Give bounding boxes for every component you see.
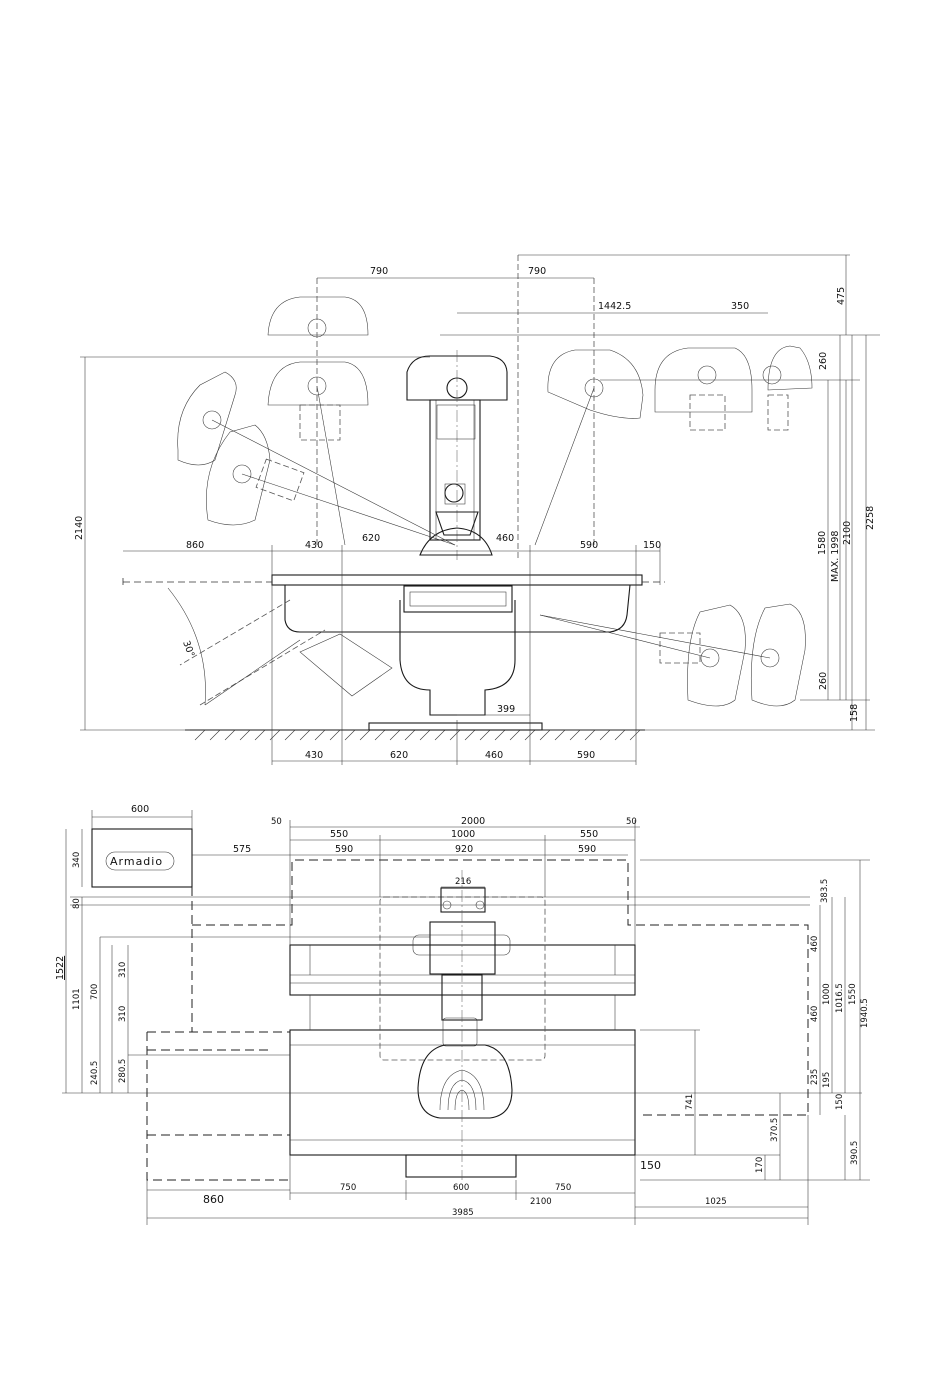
dim-angle-30: 30° — [180, 639, 196, 659]
cabinet-armadio: Armadio — [91, 828, 193, 888]
dim-195: 195 — [822, 1072, 832, 1088]
dim-235: 235 — [810, 1069, 820, 1085]
tube-head — [406, 350, 508, 560]
dim-700: 700 — [90, 984, 100, 1000]
dim-590-bottom: 590 — [577, 750, 595, 761]
dim-1940: 1940.5 — [860, 998, 870, 1028]
dim-620-bottom: 620 — [390, 750, 408, 761]
dim-216: 216 — [455, 877, 471, 887]
dim-50-left: 50 — [271, 817, 282, 827]
dim-260-bottom: 260 — [818, 672, 829, 690]
dim-370: 370.5 — [770, 1118, 780, 1142]
dim-2258: 2258 — [865, 506, 876, 530]
dim-50-right: 50 — [626, 817, 637, 827]
side-dimension-lines — [80, 254, 880, 765]
dim-2100-top: 2100 — [530, 1197, 552, 1207]
dim-170: 170 — [755, 1157, 765, 1173]
dim-240: 240.5 — [90, 1061, 100, 1085]
dim-430-bottom: 430 — [305, 750, 323, 761]
ghost-heads-right — [517, 255, 813, 707]
dim-1000: 1000 — [451, 829, 475, 840]
table-top — [122, 574, 665, 633]
dim-310-a: 310 — [118, 962, 128, 978]
dim-3985: 3985 — [452, 1208, 474, 1218]
dim-310-b: 310 — [118, 1006, 128, 1022]
dim-600: 600 — [453, 1183, 469, 1193]
dim-550-left: 550 — [330, 829, 348, 840]
dim-340: 340 — [72, 852, 82, 868]
tilted-table-ghost — [167, 587, 393, 706]
dim-150-horizontal: 150 — [640, 1159, 661, 1172]
dim-860-top: 860 — [203, 1193, 224, 1206]
top-dimension-texts: 600 340 575 50 2000 50 550 1000 550 590 … — [55, 804, 870, 1218]
table-top-plan — [289, 944, 636, 1178]
dim-750-left: 750 — [340, 1183, 356, 1193]
dim-2100: 2100 — [842, 521, 853, 545]
dim-475: 475 — [836, 287, 847, 305]
ghost-heads-left — [177, 278, 456, 546]
dim-2000: 2000 — [461, 816, 485, 827]
dim-1025: 1025 — [705, 1197, 727, 1207]
dim-260-top: 260 — [818, 352, 829, 370]
dim-390: 390.5 — [850, 1141, 860, 1165]
dim-383: 383.5 — [820, 879, 830, 903]
dim-1522: 1522 — [55, 956, 66, 980]
dim-350: 350 — [731, 301, 749, 312]
dim-150-top: 150 — [643, 540, 661, 551]
detector-dome — [419, 483, 493, 556]
dim-1550: 1550 — [848, 983, 858, 1005]
dim-430-top: 430 — [305, 540, 323, 551]
dim-590-right: 590 — [578, 844, 596, 855]
dim-575: 575 — [233, 844, 251, 855]
column-plan — [379, 870, 546, 1180]
dim-460-bottom: 460 — [485, 750, 503, 761]
dim-max-1998: MAX. 1998 — [830, 531, 841, 582]
dim-280: 280.5 — [118, 1059, 128, 1083]
dim-460-top: 460 — [496, 533, 514, 544]
dim-790-right: 790 — [528, 266, 546, 277]
dim-80: 80 — [72, 898, 82, 909]
machine-base — [368, 399, 543, 731]
dim-790-left: 790 — [370, 266, 388, 277]
dim-150-vertical: 150 — [835, 1094, 845, 1110]
top-dimension-lines — [62, 810, 870, 1225]
dim-2140: 2140 — [74, 516, 85, 540]
dim-860: 860 — [186, 540, 204, 551]
dim-158: 158 — [849, 704, 860, 722]
dim-399: 399 — [497, 704, 515, 715]
dim-750-right: 750 — [555, 1183, 571, 1193]
dim-741: 741 — [685, 1094, 695, 1110]
dim-550-right: 550 — [580, 829, 598, 840]
cabinet-label: Armadio — [110, 855, 163, 868]
dim-1000-vertical: 1000 — [822, 983, 832, 1005]
dim-590-left: 590 — [335, 844, 353, 855]
dim-1580: 1580 — [817, 531, 828, 555]
top-view: Armadio — [55, 804, 870, 1225]
floor — [185, 729, 645, 741]
dim-590-top: 590 — [580, 540, 598, 551]
side-view: 790 790 1442.5 350 475 2140 860 430 620 … — [74, 254, 880, 765]
dim-460-b: 460 — [810, 1006, 820, 1022]
dim-cabinet-600: 600 — [131, 804, 149, 815]
dim-620-top: 620 — [362, 533, 380, 544]
side-dimension-texts: 790 790 1442.5 350 475 2140 860 430 620 … — [74, 266, 876, 761]
dim-1016: 1016.5 — [835, 983, 845, 1013]
dim-1442: 1442.5 — [598, 301, 631, 312]
dim-460-a: 460 — [810, 936, 820, 952]
dim-920: 920 — [455, 844, 473, 855]
dim-1101: 1101 — [72, 988, 82, 1010]
